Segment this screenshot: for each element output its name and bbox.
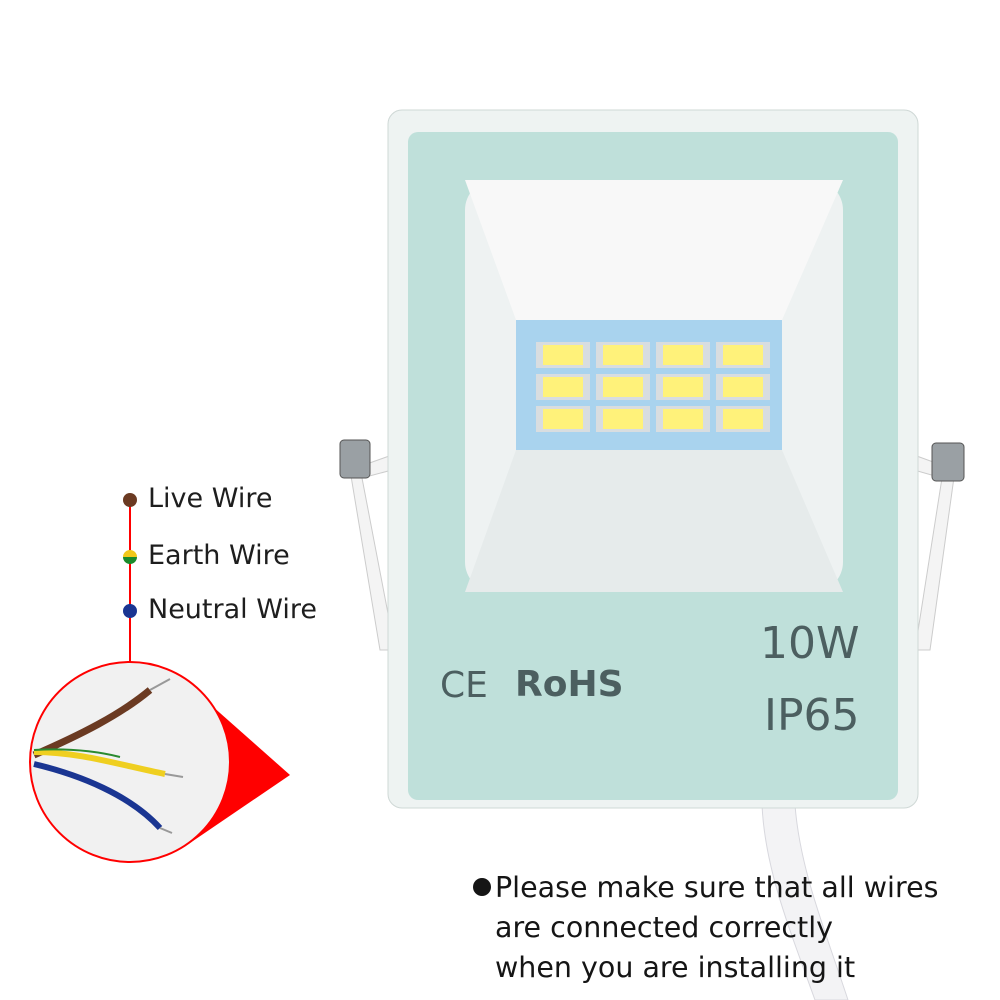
led-phosphor	[543, 345, 583, 365]
ip-rating-label: IP65	[764, 690, 860, 741]
live-wire-dot	[123, 493, 137, 507]
yellow-wire	[33, 749, 166, 777]
led-phosphor	[663, 377, 703, 397]
led-phosphor	[723, 409, 763, 429]
note-bullet	[473, 878, 491, 896]
rohs-mark: RoHS	[515, 664, 624, 705]
led-phosphor	[663, 409, 703, 429]
bolt-right	[931, 442, 965, 482]
led-phosphor	[723, 345, 763, 365]
led-phosphor	[603, 377, 643, 397]
legend-earth-wire: Earth Wire	[148, 540, 290, 571]
led-phosphor	[663, 345, 703, 365]
ce-mark: CE	[440, 665, 488, 706]
neutral-wire-dot	[123, 604, 137, 618]
note-line-1: Please make sure that all wires	[495, 871, 939, 904]
legend-live-wire: Live Wire	[148, 483, 273, 514]
reflector	[465, 180, 843, 320]
note-line-2: are connected correctly	[495, 911, 834, 944]
wattage-label: 10W	[760, 618, 860, 669]
legend-neutral-wire: Neutral Wire	[148, 594, 317, 625]
led-phosphor	[543, 409, 583, 429]
earth-wire-dot-bottom	[123, 557, 137, 564]
led-array	[536, 342, 770, 432]
brown-wire	[32, 687, 153, 759]
led-phosphor	[603, 409, 643, 429]
led-phosphor	[723, 377, 763, 397]
earth-wire-dot-top	[123, 550, 137, 557]
blue-wire	[33, 761, 163, 831]
note-line-3: when you are installing it	[495, 951, 856, 984]
led-phosphor	[543, 377, 583, 397]
wire-closeup	[29, 661, 231, 863]
led-phosphor	[603, 345, 643, 365]
power-cable	[761, 804, 849, 1000]
bolt-left	[339, 439, 371, 479]
